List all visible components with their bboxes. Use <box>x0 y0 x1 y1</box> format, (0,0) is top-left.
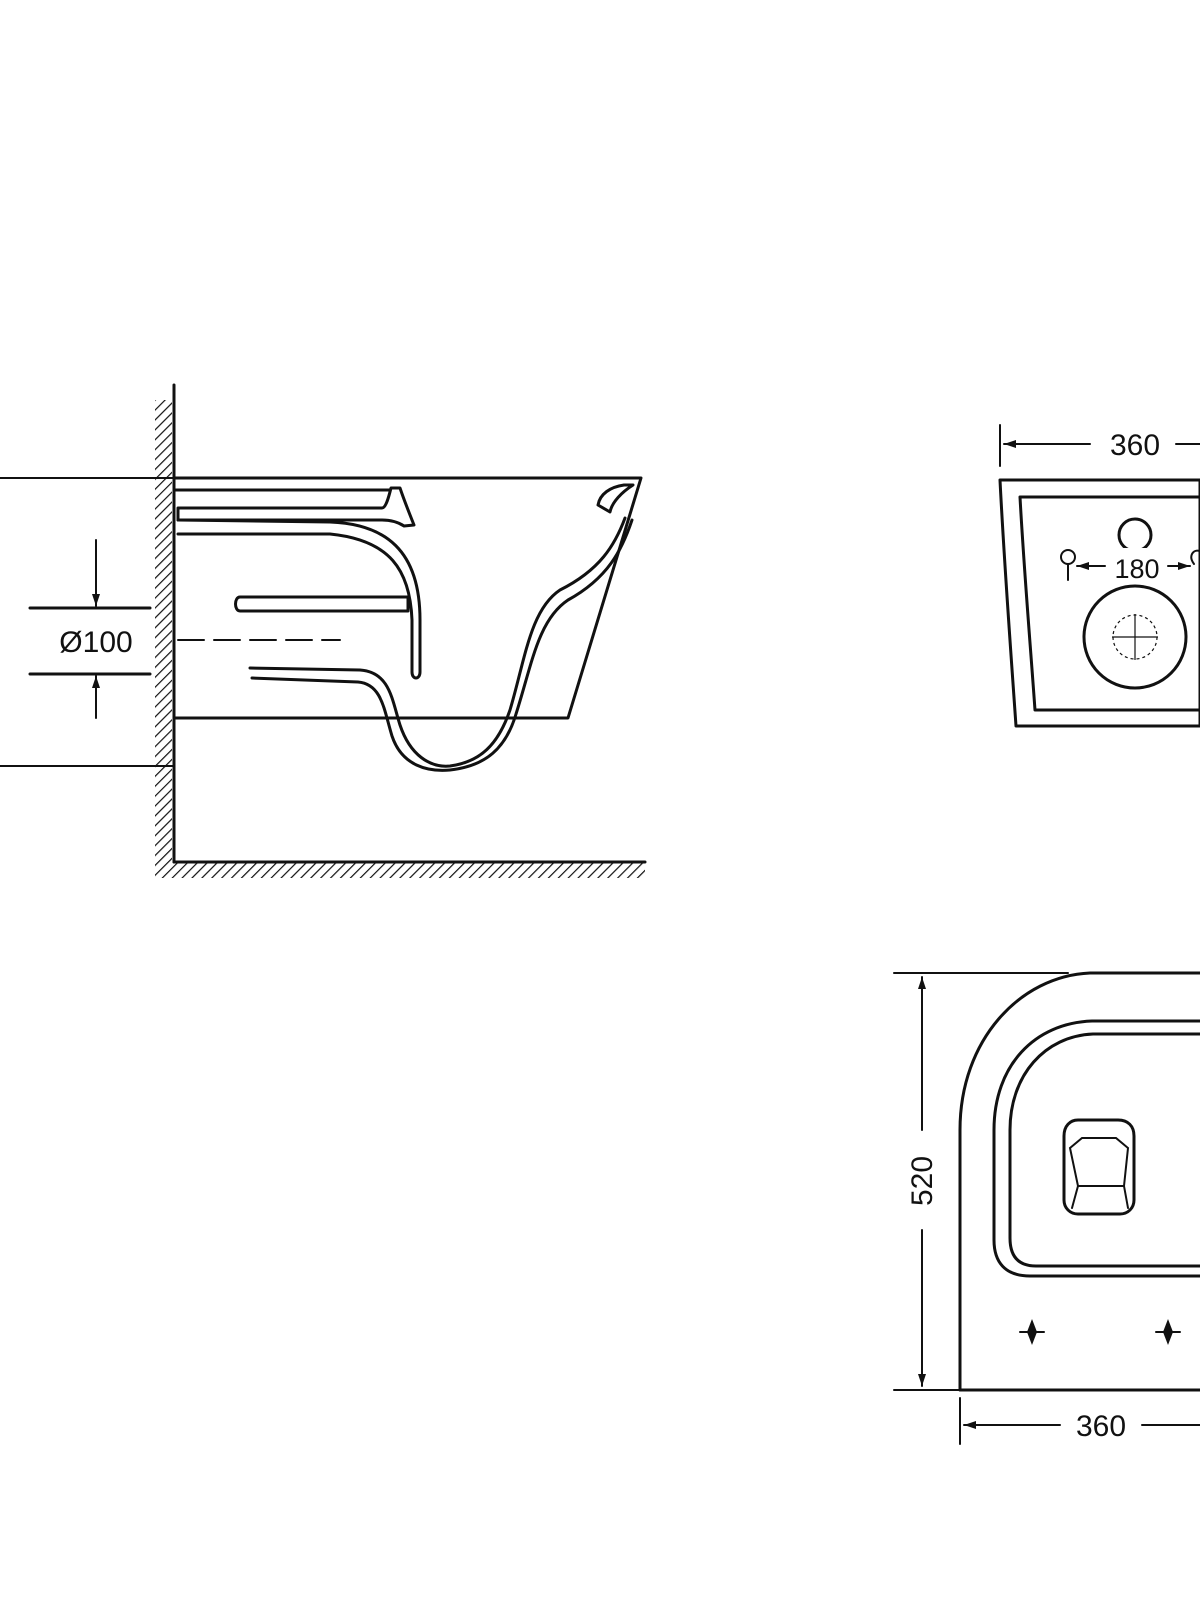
flush-channel <box>176 486 416 528</box>
trapway-outer <box>248 516 627 768</box>
seat-fixing-left <box>1019 1319 1045 1345</box>
bolt-hole-right <box>1190 549 1200 565</box>
rim-inner <box>1008 1032 1200 1268</box>
top-view: 520 360 <box>893 971 1200 1445</box>
drain-inner <box>1068 1137 1130 1209</box>
inlet-pipe <box>176 518 422 680</box>
bolt-spacing-label: 180 <box>1114 554 1159 584</box>
back-outline <box>998 478 1200 728</box>
rim-outer <box>992 1019 1200 1278</box>
bowl-outline <box>172 476 643 720</box>
outlet-hole <box>1082 584 1188 690</box>
pipe-diameter-label: Ø100 <box>59 626 132 659</box>
trapway-inner <box>250 518 634 772</box>
drain-outer <box>1062 1118 1136 1216</box>
seat-fixing-right <box>1155 1319 1181 1345</box>
rim-lip <box>596 483 635 514</box>
width-label: 360 <box>1076 1410 1126 1443</box>
back-inner-outline <box>1018 495 1200 712</box>
inlet-hole <box>1117 517 1153 553</box>
top-outer-outline <box>958 971 1200 1392</box>
inlet-pipe-lower <box>234 595 410 613</box>
wall-hatching <box>155 400 172 862</box>
floor-hatching <box>155 862 645 878</box>
bolt-hole-left <box>1060 549 1076 565</box>
back-view: 180 360 <box>998 424 1200 728</box>
length-label: 520 <box>906 1156 939 1206</box>
side-view: Ø100 <box>0 383 647 878</box>
back-width-label: 360 <box>1110 429 1160 462</box>
